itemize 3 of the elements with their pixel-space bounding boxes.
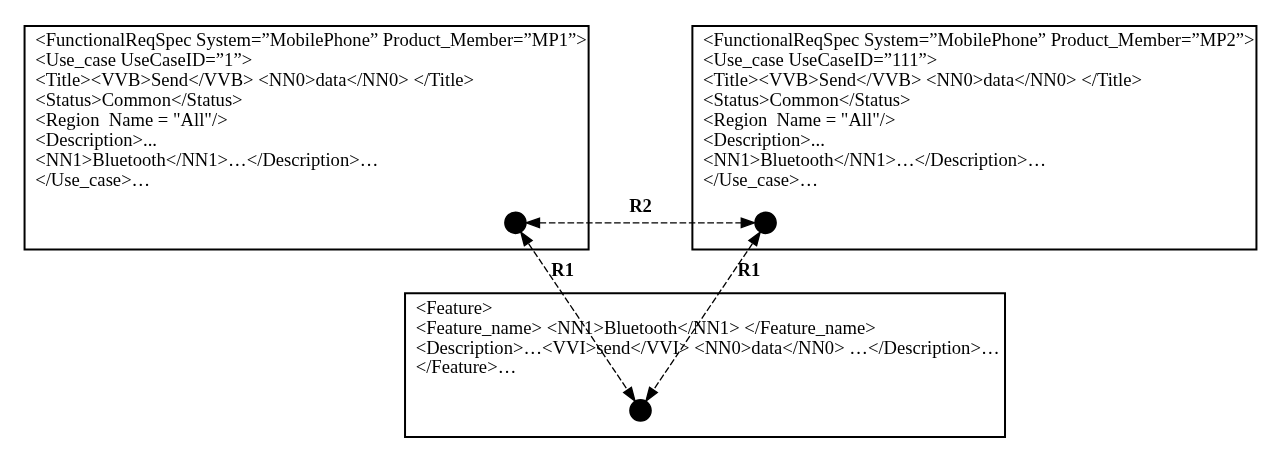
edge-label: R2 xyxy=(629,195,652,217)
edge-label: R1 xyxy=(551,259,575,281)
edge-label: R1 xyxy=(737,259,761,281)
